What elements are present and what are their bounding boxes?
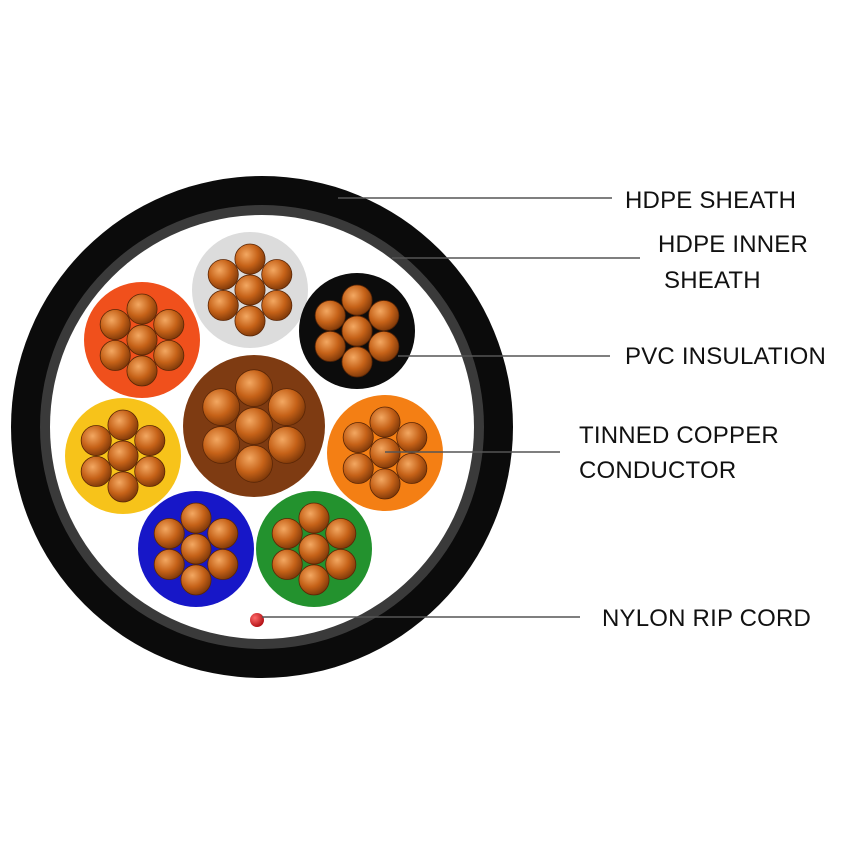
label-tinned-copper-line1: TINNED COPPER — [579, 422, 779, 449]
tinned-copper-strand — [341, 315, 373, 347]
red-core — [84, 282, 200, 398]
tinned-copper-strand — [271, 548, 303, 580]
tinned-copper-strand — [341, 346, 373, 378]
tinned-copper-strand — [396, 422, 428, 454]
tinned-copper-strand — [80, 455, 112, 487]
tinned-copper-strand — [153, 518, 185, 550]
tinned-copper-strand — [261, 289, 293, 321]
tinned-copper-strand — [267, 388, 306, 426]
tinned-copper-strand — [153, 339, 185, 371]
tinned-copper-strand — [202, 388, 241, 426]
tinned-copper-strand — [207, 259, 239, 291]
brown-core — [183, 355, 325, 497]
tinned-copper-strand — [298, 564, 330, 596]
tinned-copper-strand — [107, 440, 139, 472]
tinned-copper-strand — [271, 518, 303, 550]
label-hdpe-inner-sheath-line1: HDPE INNER — [658, 231, 808, 258]
tinned-copper-strand — [99, 309, 131, 341]
tinned-copper-strand — [134, 455, 166, 487]
tinned-copper-strand — [261, 259, 293, 291]
yellow-core — [65, 398, 181, 514]
tinned-copper-strand — [234, 274, 266, 306]
tinned-copper-strand — [368, 300, 400, 332]
green-core — [256, 491, 372, 607]
black-core — [299, 273, 415, 389]
tinned-copper-strand — [325, 548, 357, 580]
tinned-copper-strand — [342, 452, 374, 484]
tinned-copper-strand — [80, 425, 112, 457]
tinned-copper-strand — [298, 502, 330, 534]
leader-lines — [262, 197, 640, 618]
tinned-copper-strand — [234, 305, 266, 337]
label-tinned-copper-line2: CONDUCTOR — [579, 457, 736, 484]
tinned-copper-strand — [126, 324, 158, 356]
tinned-copper-strand — [369, 468, 401, 500]
callout-labels: HDPE SHEATH HDPE INNER SHEATH PVC INSULA… — [579, 187, 826, 632]
tinned-copper-strand — [234, 243, 266, 275]
tinned-copper-strand — [99, 339, 131, 371]
tinned-copper-strand — [207, 548, 239, 580]
tinned-copper-strand — [207, 289, 239, 321]
tinned-copper-strand — [126, 293, 158, 325]
tinned-copper-strand — [235, 369, 273, 408]
nylon-rip-cord — [250, 613, 264, 627]
tinned-copper-strand — [180, 502, 212, 534]
tinned-copper-strand — [396, 452, 428, 484]
insulated-cores — [65, 232, 443, 607]
tinned-copper-strand — [325, 518, 357, 550]
blue-core — [138, 491, 254, 607]
tinned-copper-strand — [267, 426, 306, 464]
tinned-copper-strand — [314, 330, 346, 362]
tinned-copper-strand — [341, 284, 373, 316]
tinned-copper-strand — [126, 355, 158, 387]
label-hdpe-sheath: HDPE SHEATH — [625, 187, 796, 214]
tinned-copper-strand — [180, 533, 212, 565]
label-pvc-insulation: PVC INSULATION — [625, 343, 826, 370]
tinned-copper-strand — [107, 471, 139, 503]
tinned-copper-strand — [235, 444, 273, 483]
tinned-copper-strand — [153, 548, 185, 580]
tinned-copper-strand — [207, 518, 239, 550]
tinned-copper-strand — [202, 426, 241, 464]
white-core — [192, 232, 308, 348]
tinned-copper-strand — [235, 407, 273, 445]
tinned-copper-strand — [368, 330, 400, 362]
tinned-copper-strand — [153, 309, 185, 341]
tinned-copper-strand — [107, 409, 139, 441]
label-nylon-rip-cord: NYLON RIP CORD — [602, 605, 811, 632]
tinned-copper-strand — [298, 533, 330, 565]
tinned-copper-strand — [134, 425, 166, 457]
tinned-copper-strand — [369, 437, 401, 469]
tinned-copper-strand — [314, 300, 346, 332]
tinned-copper-strand — [369, 406, 401, 438]
orange-core — [327, 395, 443, 511]
tinned-copper-strand — [342, 422, 374, 454]
label-hdpe-inner-sheath-line2: SHEATH — [664, 267, 761, 294]
tinned-copper-strand — [180, 564, 212, 596]
